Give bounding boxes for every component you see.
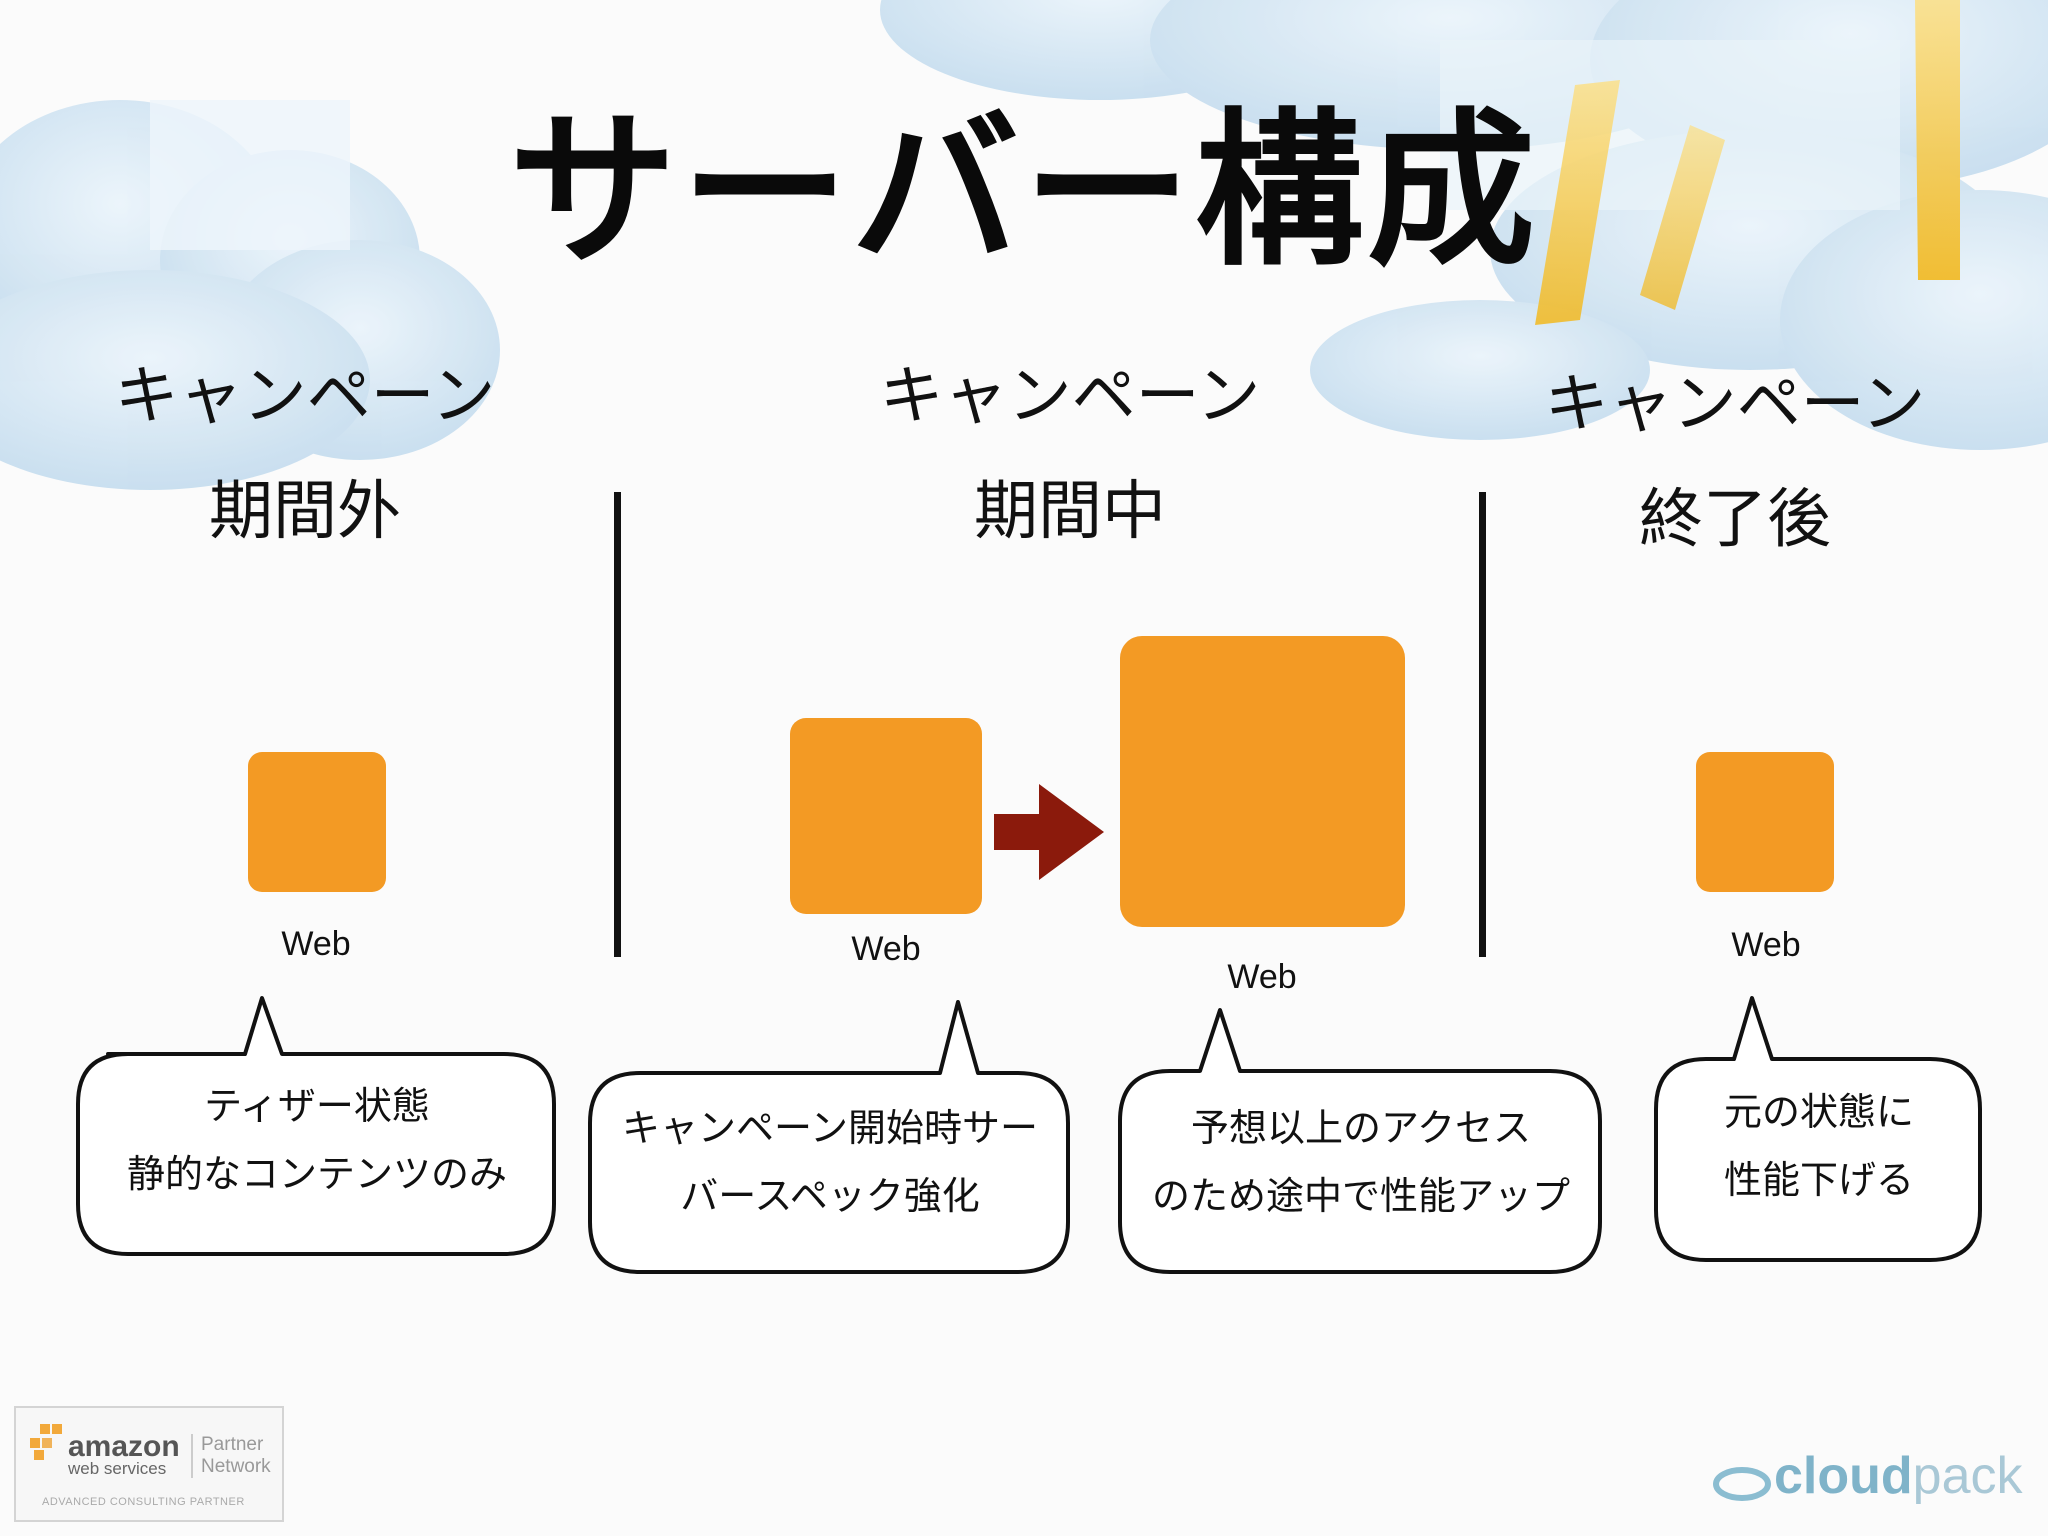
web-server-large (1120, 636, 1405, 927)
web-server-medium (790, 718, 982, 914)
aws-brand: amazon (68, 1430, 180, 1463)
cloudpack-logo: cloudpack (1712, 1446, 2023, 1512)
column-heading-after: キャンペーン 終了後 (1490, 348, 1980, 578)
partner-network-label: Partner Network (191, 1434, 271, 1478)
server-label: Web (851, 930, 921, 968)
heading-line-1: キャンペーン (879, 360, 1261, 434)
callout-bubble-3 (1118, 1008, 1602, 1274)
heading-line-2: 期間中 (974, 475, 1166, 549)
callout-line: のため途中で性能アップ (1151, 1174, 1570, 1218)
callout-line: 元の状態に (1723, 1090, 1914, 1134)
heading-line-2: 終了後 (1639, 483, 1831, 557)
column-divider-1 (614, 492, 621, 957)
sun-rays (1535, 0, 1960, 325)
web-server-small-after (1696, 752, 1834, 892)
callout-text-4: 元の状態に 性能下げる (1658, 1078, 1980, 1214)
callout-bubble-4 (1654, 996, 1982, 1262)
server-label: Web (281, 925, 351, 963)
heading-line-1: キャンペーン (1544, 368, 1926, 442)
callout-line: バースペック強化 (680, 1174, 980, 1218)
cloudpack-part2: pack (1912, 1447, 2023, 1505)
column-heading-before: キャンペーン 期間外 (60, 340, 550, 570)
column-heading-during: キャンペーン 期間中 (830, 340, 1310, 570)
callout-line: ティザー状態 (204, 1084, 430, 1128)
partner-line-1: Partner (201, 1434, 264, 1455)
callout-line: 性能下げる (1723, 1158, 1914, 1202)
cloud-highlight (150, 100, 350, 250)
server-label: Web (1227, 958, 1297, 996)
callout-text-3: 予想以上のアクセス のため途中で性能アップ (1122, 1094, 1600, 1230)
cloudpack-part1: cloud (1774, 1447, 1913, 1505)
partner-tier: ADVANCED CONSULTING PARTNER (42, 1496, 245, 1508)
server-label: Web (1731, 926, 1801, 964)
callout-line: キャンペーン開始時サー (621, 1106, 1039, 1150)
web-server-small-before (248, 752, 386, 892)
cloudpack-swirl-icon (1713, 1467, 1771, 1501)
heading-line-2: 期間外 (209, 475, 401, 549)
aws-partner-logo: amazon web services Partner Network ADVA… (14, 1406, 284, 1522)
callout-bubble-2 (588, 1000, 1070, 1274)
aws-cubes-icon (30, 1424, 62, 1460)
aws-brand-sub: web services (68, 1459, 167, 1478)
column-divider-2 (1479, 492, 1486, 957)
callout-line: 静的なコンテンツのみ (126, 1152, 507, 1196)
partner-line-2: Network (201, 1456, 271, 1477)
callout-bubble-1 (76, 996, 556, 1256)
callout-line: 予想以上のアクセス (1190, 1106, 1532, 1150)
callout-text-2: キャンペーン開始時サー バースペック強化 (592, 1094, 1068, 1230)
callout-text-1: ティザー状態 静的なコンテンツのみ (80, 1072, 554, 1208)
heading-line-1: キャンペーン (114, 360, 496, 434)
slide-title: サーバー構成 (508, 93, 1540, 289)
scale-up-arrow-icon (994, 784, 1104, 880)
cloud-highlight-right (1440, 40, 1900, 210)
